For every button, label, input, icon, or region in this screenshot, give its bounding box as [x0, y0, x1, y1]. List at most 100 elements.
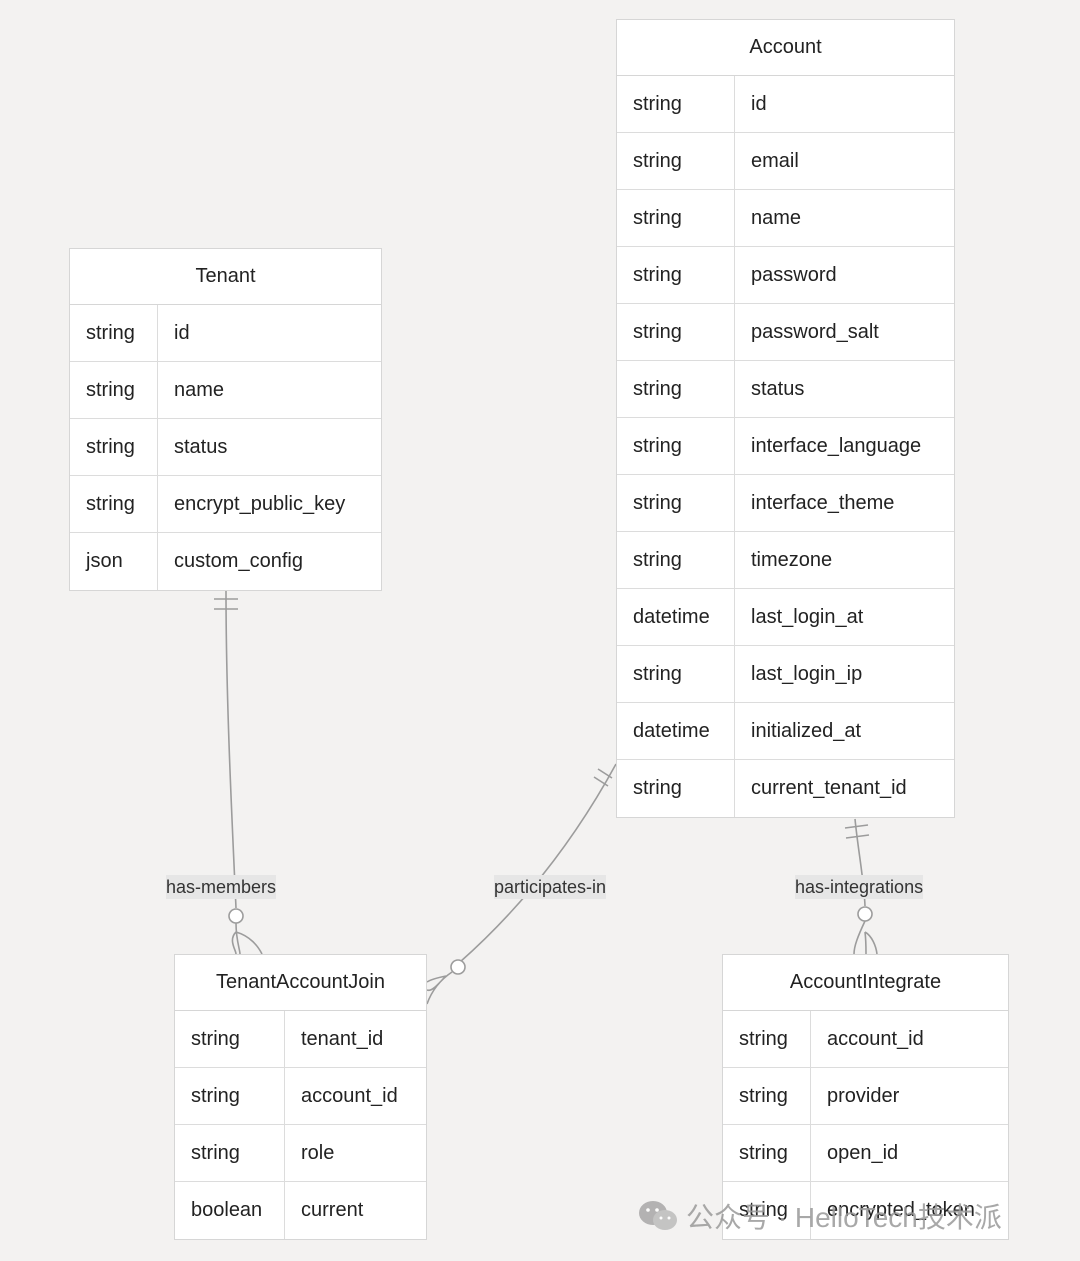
watermark: 公众号 · HelloTech技术派 [638, 1196, 1002, 1236]
attribute-name: name [174, 378, 225, 401]
attribute-type: string [617, 475, 735, 531]
attribute-type: string [617, 532, 735, 588]
attribute-type: string [617, 760, 735, 817]
attribute-name: tenant_id [301, 1027, 384, 1050]
attribute-type: string [175, 1011, 285, 1067]
attribute-name: status [174, 435, 228, 458]
attribute-row: string open_id [723, 1125, 1008, 1182]
attribute-name: encrypted_token [827, 1199, 975, 1221]
attribute-row: string id [70, 305, 381, 362]
attribute-name: status [751, 377, 805, 400]
entity-account-integrate-title: AccountIntegrate [723, 955, 1008, 1011]
entity-tenant-title: Tenant [70, 249, 381, 305]
watermark-text: 公众号 · HelloTech技术派 [686, 1202, 1002, 1233]
account-one-marker-left-1 [597, 768, 613, 779]
entity-tenant-rows: string id string name string status string encr… [70, 305, 381, 590]
attribute-type: string [70, 362, 158, 418]
attribute-name: encrypt_public_key [174, 492, 346, 515]
join-zero-marker-right [450, 959, 466, 975]
attribute-name: last_login_at [751, 605, 864, 628]
attribute-type: string [175, 1125, 285, 1181]
attribute-type: string [617, 133, 735, 189]
attribute-row: string provider [723, 1068, 1008, 1125]
attribute-name: id [751, 92, 767, 115]
attribute-name: custom_config [174, 550, 303, 572]
attribute-row: string current_tenant_id [617, 760, 954, 817]
account-one-marker-bottom-2 [845, 834, 870, 839]
integrate-many-marker [853, 920, 878, 955]
attribute-row: string encrypt_public_key [70, 476, 381, 533]
integrate-zero-marker [857, 906, 873, 922]
attribute-row: string encrypted_token [723, 1182, 1008, 1239]
attribute-row: json custom_config [70, 533, 381, 590]
attribute-name: id [174, 321, 190, 344]
attribute-name: account_id [301, 1084, 398, 1107]
attribute-type: string [617, 76, 735, 132]
attribute-name: last_login_ip [751, 662, 863, 685]
edge-has-members [225, 590, 237, 909]
account-one-marker-left-2 [593, 776, 609, 787]
attribute-type: string [70, 476, 158, 532]
entity-account-rows: string id string email string name string passw… [617, 76, 954, 817]
attribute-type: string [617, 646, 735, 702]
attribute-name: interface_language [751, 434, 922, 457]
attribute-name: name [751, 206, 802, 229]
attribute-type: string [723, 1182, 811, 1239]
attribute-type: string [617, 304, 735, 360]
attribute-name: password [751, 263, 837, 286]
attribute-name: interface_theme [751, 491, 895, 514]
attribute-name: provider [827, 1084, 900, 1107]
attribute-type: string [723, 1125, 811, 1181]
attribute-row: string role [175, 1125, 426, 1182]
attribute-name: role [301, 1141, 335, 1164]
attribute-type: string [617, 361, 735, 417]
attribute-type: string [723, 1011, 811, 1067]
attribute-name: account_id [827, 1027, 924, 1050]
attribute-name: timezone [751, 548, 833, 571]
attribute-type: string [175, 1068, 285, 1124]
attribute-row: string status [617, 361, 954, 418]
attribute-row: string id [617, 76, 954, 133]
attribute-type: boolean [175, 1182, 285, 1239]
attribute-type: json [70, 533, 158, 590]
attribute-type: string [70, 419, 158, 475]
attribute-name: open_id [827, 1141, 899, 1164]
attribute-row: boolean current [175, 1182, 426, 1239]
attribute-type: string [70, 305, 158, 361]
account-one-marker-bottom-1 [844, 824, 869, 829]
join-many-marker-top [231, 922, 263, 955]
attribute-type: string [617, 190, 735, 246]
attribute-row: string tenant_id [175, 1011, 426, 1068]
attribute-name: initialized_at [751, 719, 862, 742]
attribute-row: string email [617, 133, 954, 190]
attribute-name: password_salt [751, 320, 879, 343]
attribute-name: current [301, 1199, 364, 1221]
attribute-row: string name [70, 362, 381, 419]
label-has-integrations: has-integrations [795, 875, 924, 899]
attribute-name: current_tenant_id [751, 777, 907, 799]
label-participates-in: participates-in [494, 875, 607, 899]
attribute-row: string last_login_ip [617, 646, 954, 703]
wechat-icon [639, 1201, 677, 1230]
attribute-row: string account_id [175, 1068, 426, 1125]
join-many-marker-right [426, 971, 453, 1005]
attribute-type: string [617, 418, 735, 474]
attribute-row: string password [617, 247, 954, 304]
edge-participates-in [459, 763, 617, 963]
attribute-name: email [751, 149, 799, 172]
attribute-row: string interface_theme [617, 475, 954, 532]
attribute-type: string [617, 247, 735, 303]
attribute-row: string account_id [723, 1011, 1008, 1068]
join-zero-marker-top [228, 908, 244, 924]
attribute-type: string [723, 1068, 811, 1124]
attribute-row: string interface_language [617, 418, 954, 475]
entity-account-title: Account [617, 20, 954, 76]
